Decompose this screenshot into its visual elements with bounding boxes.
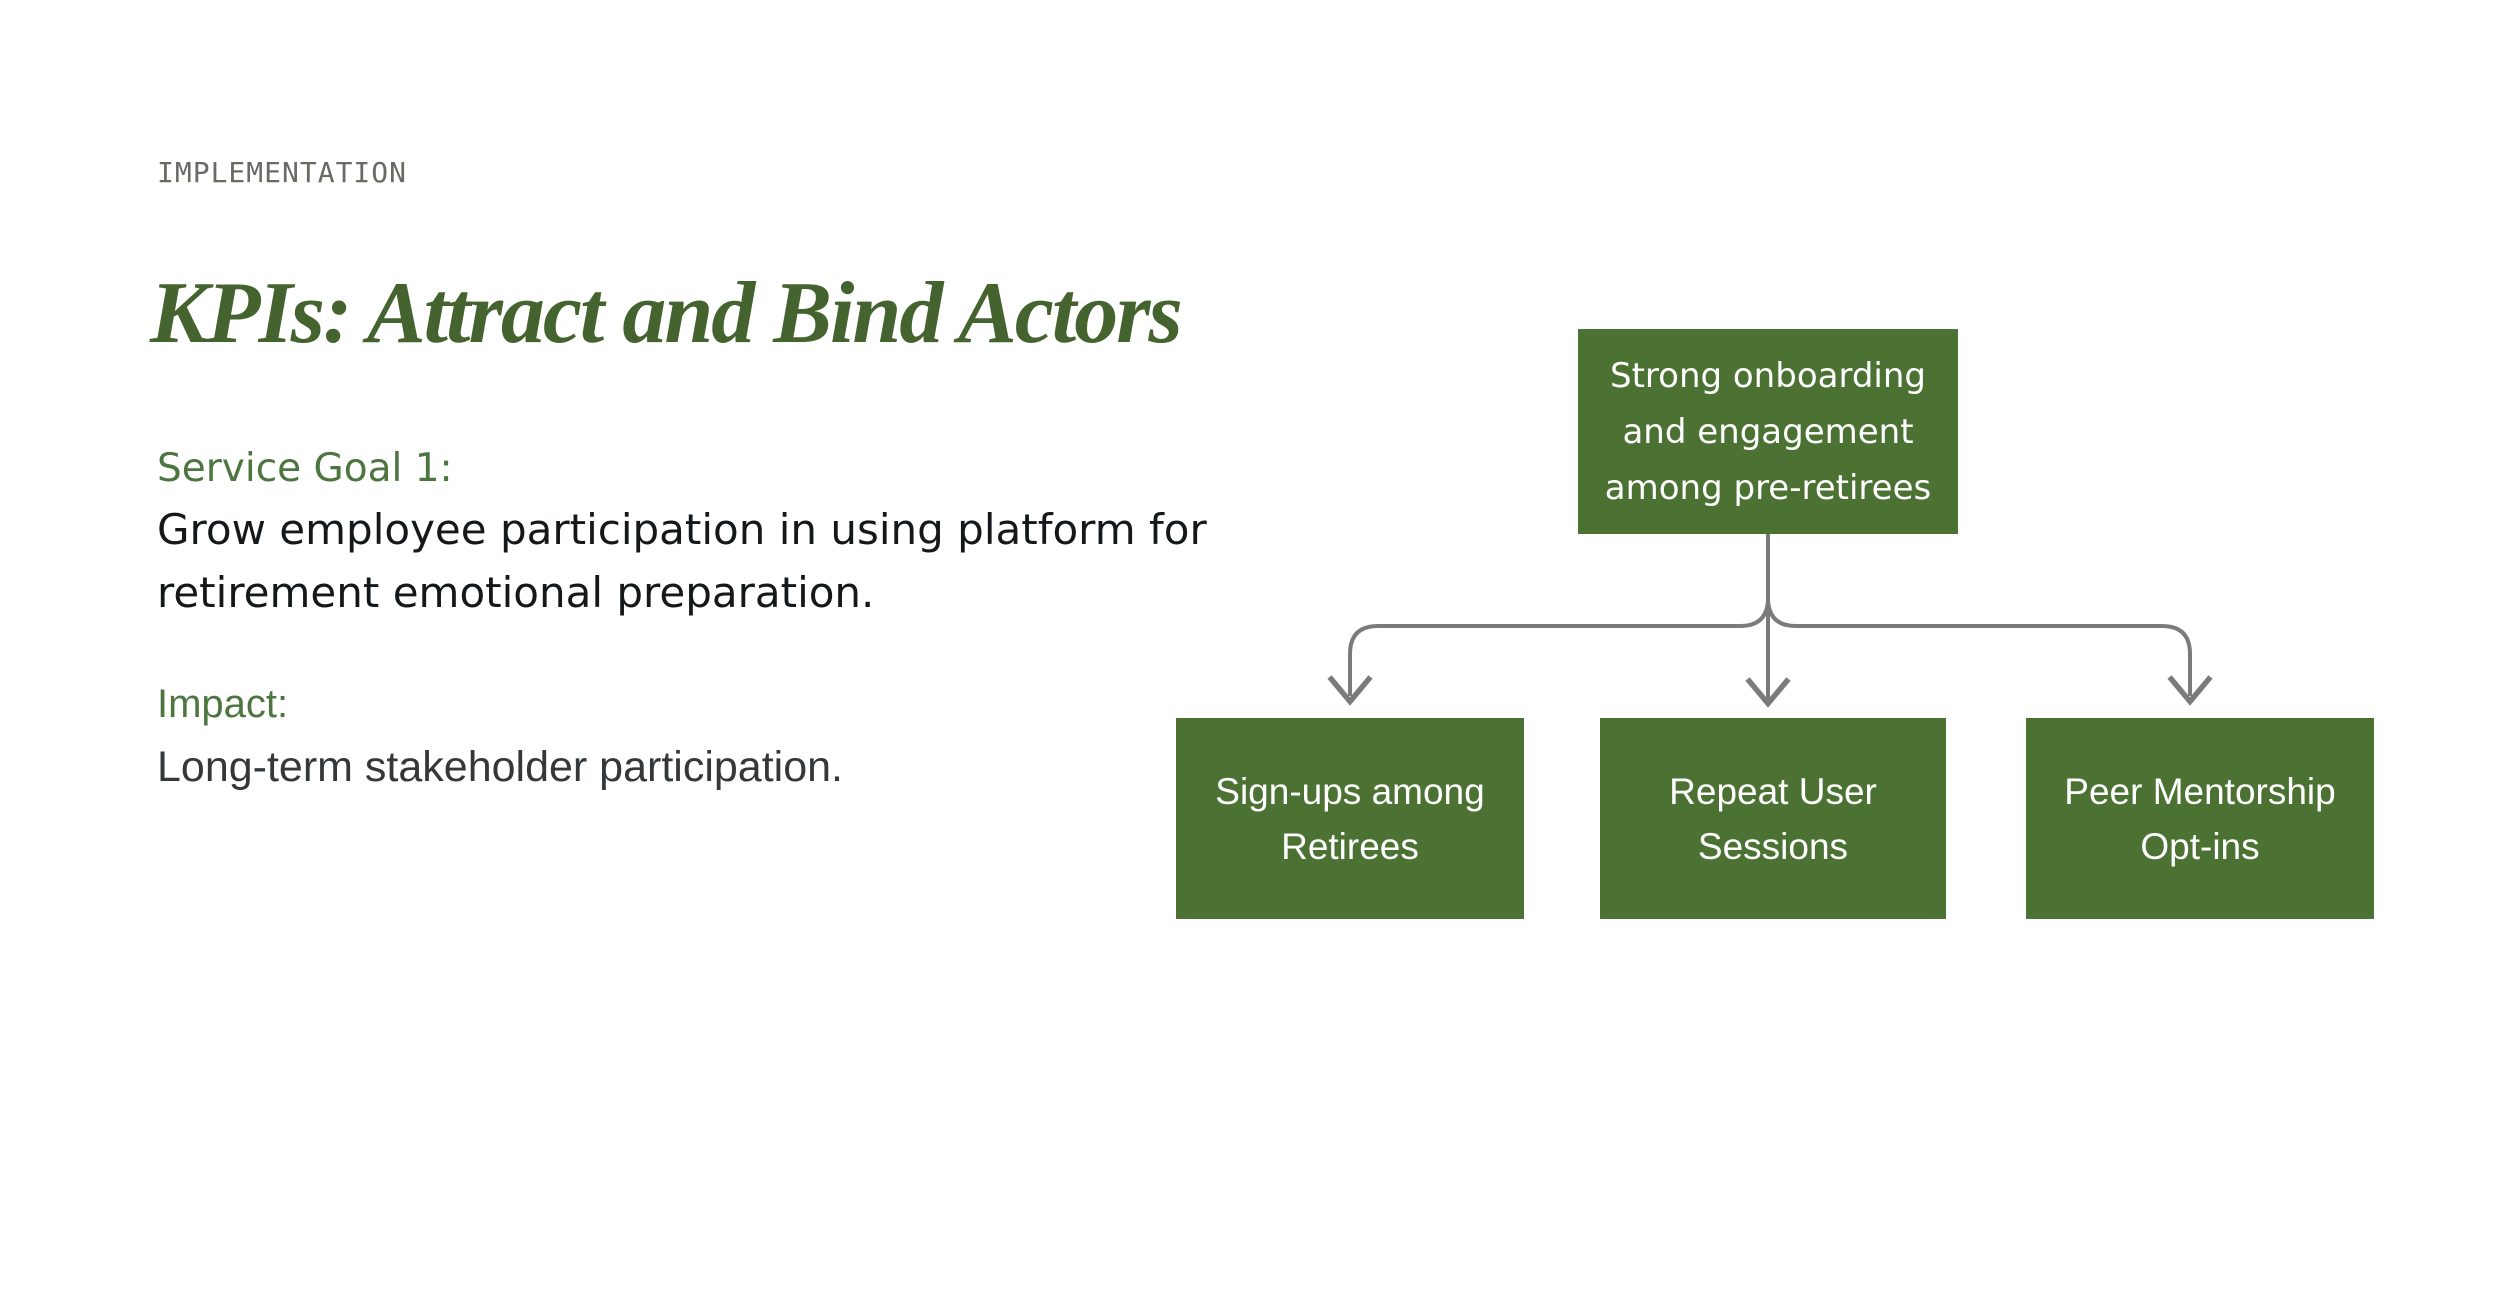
- diagram-box-sessions: Repeat User Sessions: [1600, 718, 1946, 919]
- service-goal-body: Grow employee participation in using pla…: [157, 498, 1207, 624]
- impact-body-line: Long-term stakeholder participation.: [157, 743, 843, 791]
- diagram-box-mentorship: Peer Mentorship Opt-ins: [2026, 718, 2374, 919]
- impact-body: Long-term stakeholder participation.: [157, 737, 843, 797]
- service-goal-heading: Service Goal 1:: [157, 446, 453, 491]
- diagram-box-root-line: Strong onboarding: [1610, 355, 1926, 396]
- diagram-box-signups-line: Sign-ups among: [1215, 770, 1485, 812]
- service-goal-body-line: retirement emotional preparation.: [157, 568, 875, 617]
- connector-left-line: [1348, 534, 1770, 696]
- impact-heading: Impact:: [157, 682, 289, 726]
- diagram-box-signups-line: Retirees: [1281, 825, 1419, 867]
- arrowhead-left-icon: [1327, 675, 1373, 706]
- diagram-box-root-line: and engagement: [1622, 411, 1914, 452]
- diagram-box-mentorship-line: Opt-ins: [2140, 825, 2260, 867]
- arrowhead-right-icon: [2167, 675, 2213, 706]
- service-goal-body-line: Grow employee participation in using pla…: [157, 505, 1207, 554]
- diagram-box-signups: Sign-ups among Retirees: [1176, 718, 1524, 919]
- eyebrow-label: IMPLEMENTATION: [157, 156, 408, 189]
- diagram-box-sessions-line: Sessions: [1697, 825, 1849, 867]
- diagram-box-mentorship-line: Peer Mentorship: [2064, 770, 2336, 812]
- diagram-box-root-line: among pre-retirees: [1604, 467, 1932, 508]
- arrowhead-center-icon: [1745, 677, 1791, 708]
- connector-right-line: [1766, 534, 2192, 696]
- diagram-box-sessions-line: Repeat User: [1669, 770, 1877, 812]
- diagram-box-root: Strong onboarding and engagement among p…: [1578, 329, 1958, 534]
- page-title: KPIs: Attract and Bind Actors: [150, 265, 1183, 362]
